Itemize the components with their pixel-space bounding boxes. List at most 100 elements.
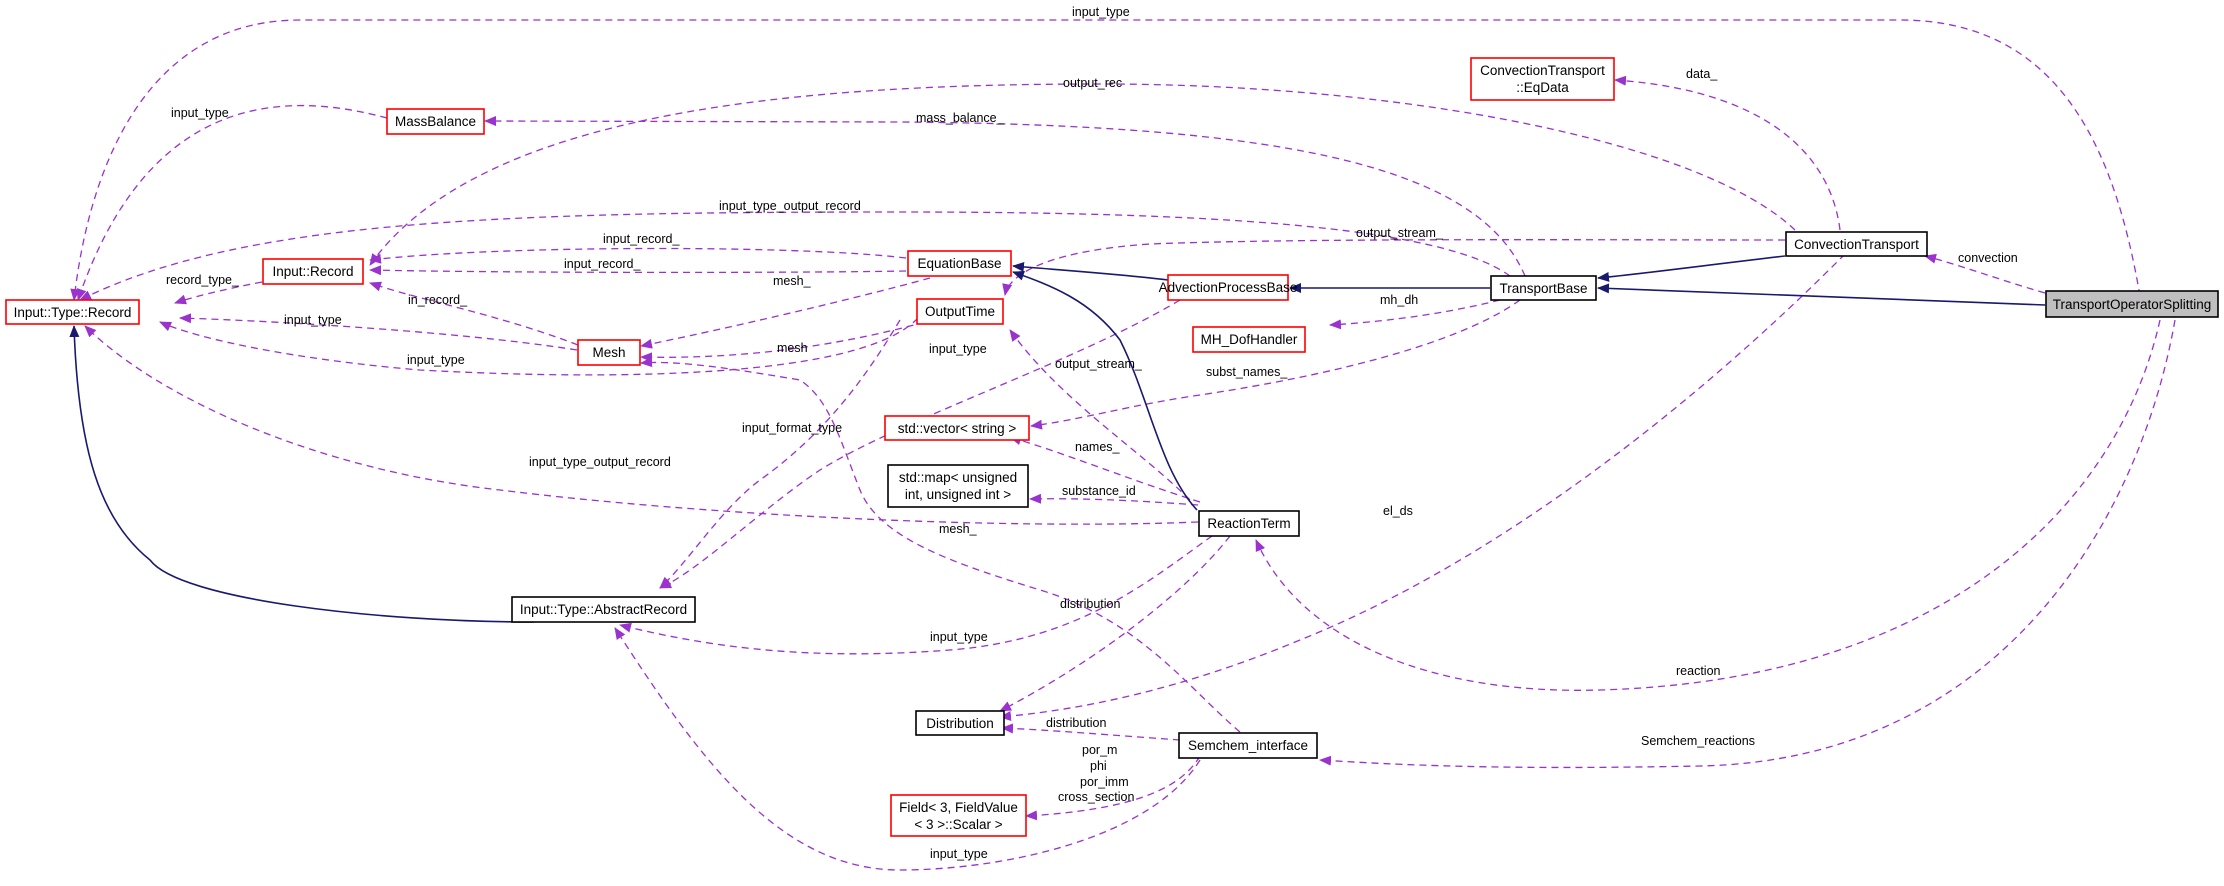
label-mass-balance: mass_balance_ [916, 111, 1005, 125]
node-abstract-record-label: Input::Type::AbstractRecord [520, 602, 687, 617]
edge-distribution-a [999, 535, 1231, 712]
node-input-type-record[interactable]: Input::Type::Record [5, 299, 140, 325]
node-convection-transport-label: ConvectionTransport [1794, 237, 1919, 252]
node-std-map-line1: std::map< unsigned [899, 470, 1017, 485]
label-subst-names: subst_names_ [1206, 365, 1288, 379]
label-it-input-type: input_type [284, 313, 342, 327]
edge-inh-abstractrecord-record [69, 325, 535, 623]
edge-semchem-fields [1025, 755, 1201, 821]
node-distribution[interactable]: Distribution [915, 710, 1005, 736]
label-input-format-type: input_format_type [742, 421, 842, 435]
edge-input-record-a [369, 247, 907, 264]
edge-record-type [174, 281, 263, 305]
node-mh-dof-handler[interactable]: MH_DofHandler [1192, 326, 1306, 353]
label-mesh-input-type: input_type [407, 353, 465, 367]
label-output-stream-top: output_stream_ [1356, 226, 1444, 240]
label-distribution-b: distribution [1046, 716, 1106, 730]
node-reaction-term[interactable]: ReactionTerm [1198, 510, 1300, 537]
node-mass-balance-label: MassBalance [395, 114, 476, 129]
edge-in-record [369, 281, 579, 346]
edge-mesh-a [640, 277, 931, 349]
node-field-scalar[interactable]: Field< 3, FieldValue < 3 >::Scalar > [890, 794, 1027, 837]
label-input-type-output-record-top: input_type_output_record [719, 199, 861, 213]
node-std-vector-string-label: std::vector< string > [898, 421, 1017, 436]
node-mesh[interactable]: Mesh [577, 339, 641, 366]
node-std-map[interactable]: std::map< unsigned int, unsigned int > [887, 464, 1029, 508]
edge-semchem-input-type [614, 627, 1201, 871]
label-por-m: por_m [1082, 743, 1117, 757]
label-distribution-a: distribution [1060, 597, 1120, 611]
label-input-type-sc: input_type [930, 847, 988, 861]
label-record-type: record_type_ [166, 273, 240, 287]
node-advection-process-base-label: AdvectionProcessBase [1159, 280, 1298, 295]
node-semchem-interface[interactable]: Semchem_interface [1178, 732, 1318, 759]
node-convection-eqdata[interactable]: ConvectionTransport ::EqData [1470, 57, 1615, 101]
label-por-imm: por_imm [1080, 775, 1129, 789]
edge-mass-balance [484, 116, 1526, 277]
label-mh-dh: mh_dh [1380, 293, 1418, 307]
edge-el-ds [999, 253, 1846, 722]
node-input-type-record-label: Input::Type::Record [14, 305, 132, 320]
node-equation-base[interactable]: EquationBase [907, 250, 1012, 277]
edge-reactionterm-input-type [619, 535, 1213, 655]
node-transport-base-label: TransportBase [1499, 281, 1587, 296]
label-output-rec: output_rec [1063, 76, 1122, 90]
label-data: data_ [1686, 67, 1718, 81]
label-mesh-c: mesh_ [939, 522, 978, 536]
node-field-scalar-line2: < 3 >::Scalar > [914, 817, 1002, 832]
node-convection-eqdata-line1: ConvectionTransport [1480, 63, 1605, 78]
node-abstract-record[interactable]: Input::Type::AbstractRecord [511, 596, 696, 623]
label-cross-section: cross_section [1058, 790, 1134, 804]
edge-inh-reactionterm-equationbase [1012, 270, 1198, 511]
node-transport-operator-splitting[interactable]: TransportOperatorSplitting [2045, 290, 2219, 318]
label-input-type-rt: input_type [930, 630, 988, 644]
node-output-time-label: OutputTime [925, 304, 995, 319]
edge-inh-ct-transportbase [1597, 255, 1786, 282]
edge-output-stream-top [1002, 239, 1786, 296]
edge-output-rec [369, 83, 1796, 266]
node-input-record-label: Input::Record [272, 264, 353, 279]
label-mesh-b: mesh [777, 341, 808, 355]
edge-outputtime-input-type [159, 317, 919, 376]
edge-mh-dh [1329, 299, 1501, 330]
edge-mesh-input-type [179, 313, 578, 351]
node-input-record[interactable]: Input::Record [262, 258, 364, 285]
edge-distribution-b [1001, 723, 1181, 741]
label-mb-input-type: input_type [171, 106, 229, 120]
edge-input-format-type [659, 319, 901, 589]
edge-massbalance-input-type [76, 104, 388, 301]
edge-output-stream-b [1009, 329, 1191, 501]
edge-semchem-reactions [1319, 319, 2176, 769]
node-std-map-line2: int, unsigned int > [905, 487, 1011, 502]
edge-inh-advection-equationbase [1012, 261, 1169, 281]
label-output-stream-b: output_stream_ [1055, 357, 1143, 371]
edge-inh-tos-transportbase [1597, 283, 2046, 306]
node-field-scalar-line1: Field< 3, FieldValue [899, 800, 1018, 815]
node-advection-process-base[interactable]: AdvectionProcessBase [1159, 274, 1298, 301]
node-transport-base[interactable]: TransportBase [1490, 275, 1597, 301]
label-convection: convection [1958, 251, 2018, 265]
edge-input-type-output-record-top [79, 211, 1511, 301]
node-std-vector-string[interactable]: std::vector< string > [884, 415, 1030, 441]
diagram-edges [70, 19, 2176, 871]
edge-mesh-b [640, 321, 926, 363]
edge-labels: input_type input_type output_rec data_ m… [166, 5, 2018, 861]
node-distribution-label: Distribution [926, 716, 994, 731]
node-mesh-label: Mesh [592, 345, 625, 360]
label-semchem-reactions: Semchem_reactions [1641, 734, 1755, 748]
label-in-record: in_record_ [408, 293, 468, 307]
label-input-record-a: input_record_ [603, 232, 680, 246]
node-mass-balance[interactable]: MassBalance [386, 108, 485, 135]
node-output-time[interactable]: OutputTime [916, 298, 1004, 325]
label-substance-id: substance_id [1062, 484, 1136, 498]
edge-data [1614, 75, 1841, 231]
diagram-nodes: Input::Type::Record MassBalance Convecti… [5, 57, 2219, 837]
label-top-input-type: input_type [1072, 5, 1130, 19]
label-input-record-b: input_record_ [564, 257, 641, 271]
edge-input-type-output-record-b [84, 325, 1199, 525]
label-mesh-a: mesh_ [773, 274, 812, 288]
label-input-type-ot: input_type [929, 342, 987, 356]
label-input-type-output-record-b: input_type_output_record [529, 455, 671, 469]
node-convection-transport[interactable]: ConvectionTransport [1785, 231, 1928, 257]
